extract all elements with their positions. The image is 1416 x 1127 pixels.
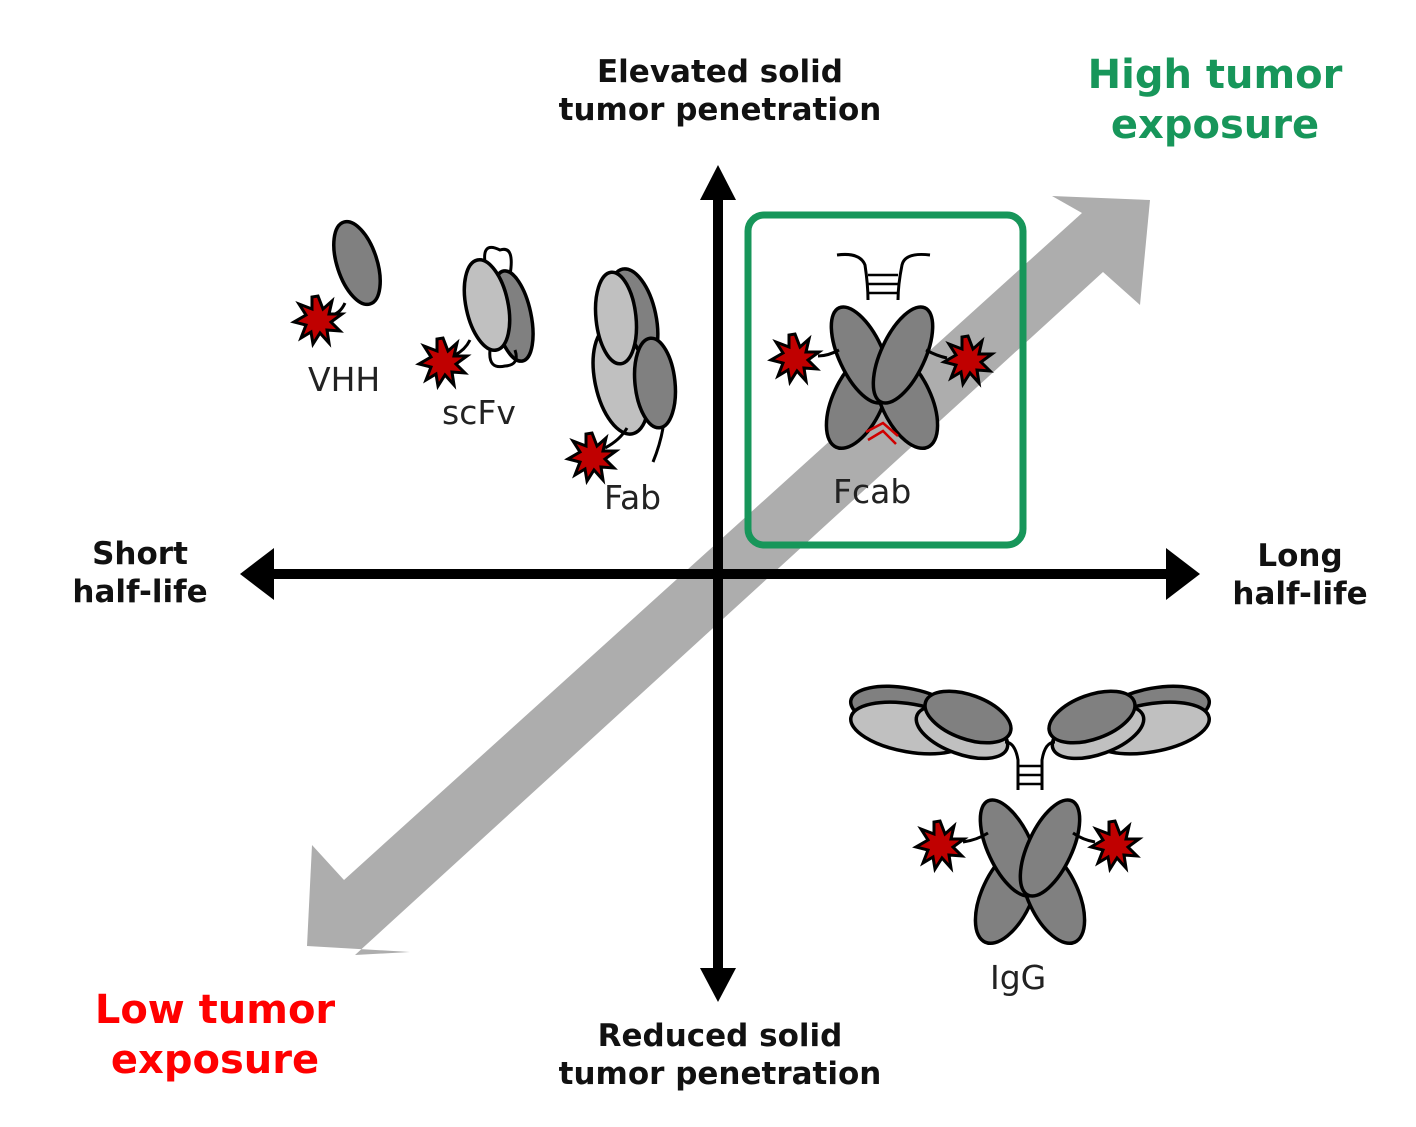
vhh-molecule [292,219,382,346]
payload-icon [417,336,469,388]
molecule-label-igg: IgG [990,958,1047,997]
low-exposure-label: Low tumor exposure [94,987,336,1083]
igg-molecule [848,684,1212,946]
penetration-axis [700,165,736,1002]
molecule-label-scfv: scFv [442,393,516,432]
molecule-label-fcab: Fcab [833,472,912,511]
axis-label-left: Short half-life [72,536,208,610]
fcab-highlight-box [744,211,1027,549]
axis-label-top: Elevated solid tumor penetration [558,54,882,128]
axis-label-right: Long half-life [1232,538,1368,612]
fab-molecule [566,267,678,483]
payload-icon [292,294,344,346]
molecule-label-vhh: VHH [308,360,381,399]
payload-icon [914,819,966,871]
payload-icon [769,332,821,384]
molecule-label-fab: Fab [604,478,662,517]
axis-label-bottom: Reduced solid tumor penetration [558,1018,882,1092]
fcab-molecule [769,253,994,451]
payload-icon [1089,819,1141,871]
payload-icon [566,431,618,483]
scfv-molecule [417,245,535,388]
high-exposure-label: High tumor exposure [1087,52,1343,148]
